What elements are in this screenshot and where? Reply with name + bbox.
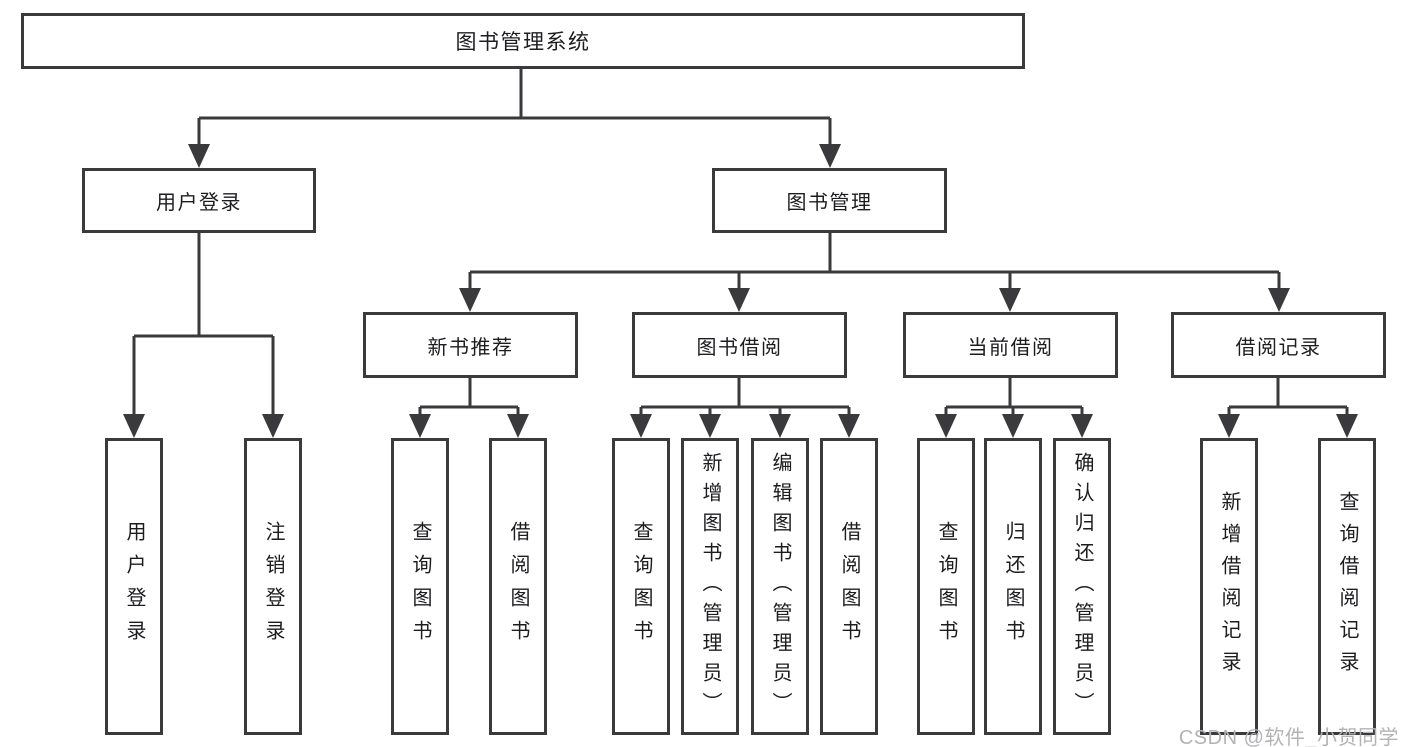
arrowhead-icon — [999, 288, 1021, 312]
arrowhead-icon — [630, 414, 652, 438]
node-book-borrow-label: 图书借阅 — [696, 336, 783, 359]
leaf-query-books-recommend-label: 查询图书 — [409, 520, 431, 653]
node-borrow-records: 借阅记录 — [1171, 312, 1386, 378]
node-book-borrow: 图书借阅 — [632, 312, 847, 378]
leaf-return-book: 归还图书 — [984, 438, 1042, 735]
leaf-return-book-label: 归还图书 — [1002, 520, 1024, 653]
arrowhead-icon — [699, 414, 721, 438]
arrowhead-icon — [459, 288, 481, 312]
node-user-login-label: 用户登录 — [156, 192, 242, 214]
arrowhead-icon — [935, 414, 957, 438]
leaf-query-books-current-label: 查询图书 — [935, 520, 957, 653]
arrowhead-icon — [507, 414, 529, 438]
leaf-borrow-books-label: 借阅图书 — [838, 520, 860, 653]
node-new-book-recommend-label: 新书推荐 — [427, 336, 514, 359]
arrowhead-icon — [728, 288, 750, 312]
leaf-confirm-return-admin-label: 确认归还（管理员） — [1071, 451, 1093, 722]
node-root: 图书管理系统 — [21, 13, 1025, 69]
arrowhead-icon — [819, 144, 841, 168]
arrowhead-icon — [1218, 414, 1240, 438]
leaf-query-books-current: 查询图书 — [917, 438, 975, 735]
arrowhead-icon — [188, 144, 210, 168]
leaf-confirm-return-admin: 确认归还（管理员） — [1053, 438, 1111, 735]
borrow-records-branch-lines — [1227, 378, 1349, 422]
arrowheads — [123, 144, 1358, 438]
arrowhead-icon — [123, 414, 145, 438]
leaf-add-book-admin-label: 新增图书（管理员） — [699, 451, 721, 722]
leaf-borrow-books-recommend-label: 借阅图书 — [507, 520, 529, 653]
leaf-edit-book-admin: 编辑图书（管理员） — [751, 438, 809, 735]
leaf-query-books-borrow: 查询图书 — [612, 438, 670, 735]
new-book-branch-lines — [418, 378, 520, 422]
node-new-book-recommend: 新书推荐 — [363, 312, 578, 378]
leaf-edit-book-admin-label: 编辑图书（管理员） — [769, 451, 791, 722]
leaf-logout: 注销登录 — [244, 438, 302, 735]
leaf-query-books-recommend: 查询图书 — [391, 438, 449, 735]
node-borrow-records-label: 借阅记录 — [1235, 336, 1322, 359]
arrowhead-icon — [838, 414, 860, 438]
leaf-add-borrow-record: 新增借阅记录 — [1200, 438, 1258, 735]
leaf-user-login: 用户登录 — [105, 438, 163, 735]
book-borrow-branch-lines — [639, 378, 851, 422]
leaf-query-books-borrow-label: 查询图书 — [630, 520, 652, 653]
arrowhead-icon — [1336, 414, 1358, 438]
arrowhead-icon — [1268, 288, 1290, 312]
leaf-borrow-books-recommend: 借阅图书 — [489, 438, 547, 735]
user-login-branch-lines — [132, 233, 275, 422]
connector-stems — [132, 69, 1349, 422]
node-root-label: 图书管理系统 — [455, 31, 591, 54]
book-management-branch-lines — [468, 233, 1281, 296]
csdn-watermark: CSDN @软件_小贺同学 — [1178, 727, 1399, 747]
arrowhead-icon — [769, 414, 791, 438]
node-book-management-label: 图书管理 — [786, 192, 873, 214]
leaf-query-borrow-record: 查询借阅记录 — [1318, 438, 1376, 735]
node-book-management: 图书管理 — [712, 168, 947, 233]
root-branch-lines — [197, 69, 832, 150]
arrowhead-icon — [409, 414, 431, 438]
leaf-add-borrow-record-label: 新增借阅记录 — [1218, 490, 1240, 683]
leaf-logout-label: 注销登录 — [262, 520, 284, 653]
node-current-borrow: 当前借阅 — [903, 312, 1118, 378]
leaf-add-book-admin: 新增图书（管理员） — [681, 438, 739, 735]
leaf-query-borrow-record-label: 查询借阅记录 — [1336, 490, 1358, 683]
node-user-login: 用户登录 — [82, 168, 316, 233]
arrowhead-icon — [1002, 414, 1024, 438]
arrowhead-icon — [1071, 414, 1093, 438]
arrowhead-icon — [262, 414, 284, 438]
leaf-borrow-books: 借阅图书 — [820, 438, 878, 735]
node-current-borrow-label: 当前借阅 — [967, 336, 1054, 359]
leaf-user-login-label: 用户登录 — [123, 520, 145, 653]
